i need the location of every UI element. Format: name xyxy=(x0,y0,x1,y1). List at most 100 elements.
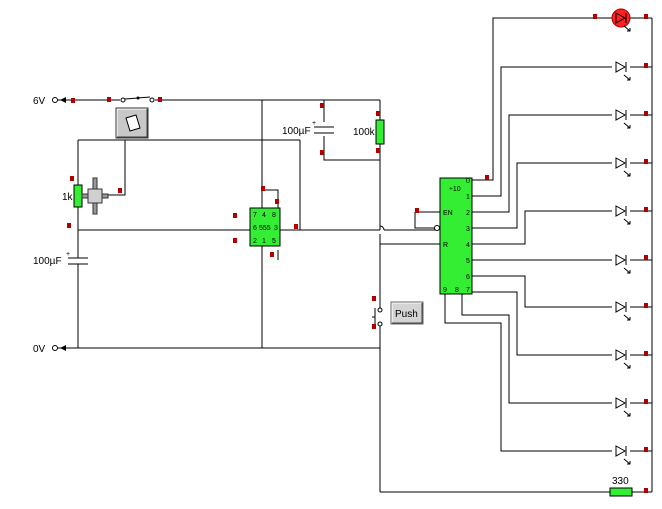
counter-input-en: EN xyxy=(443,210,453,217)
led-light-arrow-2 xyxy=(623,122,631,129)
terminal-marker xyxy=(233,213,237,218)
led-light-arrow-7 xyxy=(623,362,631,369)
timer-pin-1: 1 xyxy=(262,238,266,245)
timer-chip-label: 555 xyxy=(259,225,271,232)
switch-toggle-button[interactable] xyxy=(115,107,149,139)
terminal-markers xyxy=(67,14,648,493)
timer-555-chip[interactable]: 7 4 8 6 555 3 2 1 5 xyxy=(249,207,281,247)
terminal-marker xyxy=(644,207,648,212)
push-switch[interactable] xyxy=(372,307,383,327)
led-light-arrow-0 xyxy=(623,25,631,32)
capacitor-reset-label: 100µF xyxy=(282,126,311,137)
terminal-marker xyxy=(644,255,648,260)
led-body-0 xyxy=(615,12,627,24)
led-body-6 xyxy=(615,301,627,313)
timer-pin-8: 8 xyxy=(272,212,276,219)
led-light-arrow-9 xyxy=(623,458,631,465)
terminal-marker xyxy=(593,14,597,19)
resistor-330-label: 330 xyxy=(612,476,629,487)
led-7 xyxy=(615,349,631,369)
timer-pin-5: 5 xyxy=(272,238,276,245)
terminal-marker xyxy=(644,447,648,452)
terminal-marker xyxy=(320,103,324,108)
led-light-arrow-1 xyxy=(623,74,631,81)
wires xyxy=(58,17,653,493)
supply-plus-terminal[interactable]: 6V xyxy=(33,96,66,107)
led-body-5 xyxy=(615,254,627,266)
led-5 xyxy=(615,254,631,274)
power-switch[interactable] xyxy=(120,96,155,103)
terminal-marker xyxy=(261,186,265,191)
counter-out-9: 9 xyxy=(443,287,447,294)
terminal-marker xyxy=(644,399,648,404)
resistor-100k[interactable]: 100k xyxy=(353,119,385,145)
terminal-marker xyxy=(275,199,279,204)
resistor-1k[interactable]: 1k xyxy=(62,184,83,208)
led-4 xyxy=(615,205,631,225)
terminal-marker xyxy=(67,223,71,228)
terminal-marker xyxy=(644,303,648,308)
led-body-3 xyxy=(615,157,627,169)
led-light-arrow-5 xyxy=(623,267,631,274)
counter-out-7: 7 xyxy=(466,287,470,294)
resistor-100k-label: 100k xyxy=(353,127,376,138)
switch-actuator[interactable] xyxy=(81,177,109,215)
led-9 xyxy=(615,445,631,465)
supply-minus-terminal[interactable]: 0V xyxy=(33,344,66,355)
timer-pin-6: 6 xyxy=(253,225,257,232)
counter-out-5: 5 xyxy=(466,258,470,265)
terminal-marker xyxy=(644,63,648,68)
supply-plus-label: 6V xyxy=(33,96,46,107)
terminal-marker xyxy=(372,324,376,329)
terminal-marker xyxy=(118,188,122,193)
terminal-marker xyxy=(485,175,489,180)
led-body-1 xyxy=(615,61,627,73)
led-6 xyxy=(615,301,631,321)
led-8 xyxy=(615,397,631,417)
terminal-marker xyxy=(372,296,376,301)
counter-out-2: 2 xyxy=(466,210,470,217)
terminal-marker xyxy=(71,98,75,103)
terminal-marker xyxy=(294,224,298,229)
resistor-1k-label: 1k xyxy=(62,192,74,203)
timer-pin-4: 4 xyxy=(262,212,266,219)
push-button[interactable]: Push xyxy=(390,301,424,325)
terminal-marker xyxy=(644,159,648,164)
counter-chip[interactable]: ÷10 EN R 0 1 2 3 4 5 6 9 8 7 xyxy=(434,177,473,295)
svg-text:+: + xyxy=(312,120,316,127)
svg-text:+: + xyxy=(66,251,70,258)
led-3 xyxy=(615,157,631,177)
terminal-marker xyxy=(376,111,380,116)
terminal-marker xyxy=(107,97,111,102)
terminal-marker xyxy=(376,148,380,153)
led-light-arrow-3 xyxy=(623,170,631,177)
supply-minus-label: 0V xyxy=(33,344,46,355)
terminal-marker xyxy=(270,252,274,257)
counter-out-3: 3 xyxy=(466,226,470,233)
counter-out-8: 8 xyxy=(455,287,459,294)
terminal-marker xyxy=(644,488,648,493)
terminal-marker xyxy=(644,351,648,356)
capacitor-timing-label: 100µF xyxy=(33,256,62,267)
counter-out-1: 1 xyxy=(466,194,470,201)
resistor-330[interactable]: 330 xyxy=(609,476,633,497)
led-body-2 xyxy=(615,109,627,121)
timer-pin-2: 2 xyxy=(253,238,257,245)
led-body-9 xyxy=(615,445,627,457)
led-light-arrow-8 xyxy=(623,410,631,417)
terminal-marker xyxy=(644,111,648,116)
led-2 xyxy=(615,109,631,129)
capacitor-timing[interactable]: + 100µF xyxy=(33,248,88,270)
capacitor-reset[interactable]: + 100µF xyxy=(282,120,334,137)
terminal-marker xyxy=(70,176,74,181)
led-column xyxy=(611,8,631,465)
terminal-marker xyxy=(233,238,237,243)
led-light-arrow-4 xyxy=(623,218,631,225)
led-light-arrow-6 xyxy=(623,314,631,321)
counter-out-6: 6 xyxy=(466,274,470,281)
counter-out-4: 4 xyxy=(466,242,470,249)
counter-out-0: 0 xyxy=(466,178,470,185)
terminal-marker xyxy=(644,14,648,19)
led-body-7 xyxy=(615,349,627,361)
